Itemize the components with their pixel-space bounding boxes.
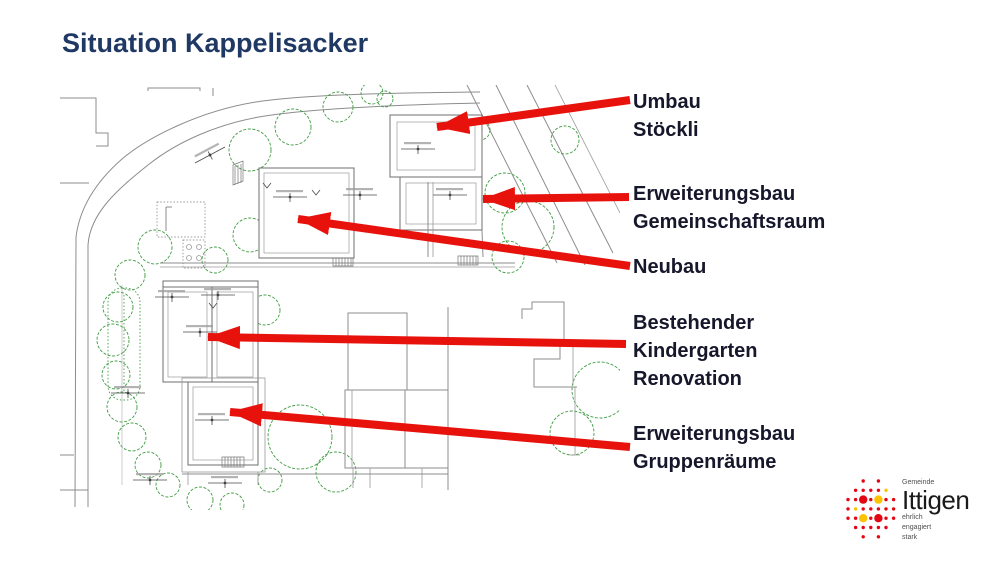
building-neubau <box>258 167 355 259</box>
building-gruppenraeume <box>181 377 266 473</box>
label-bestehender-kindergarten: Bestehender Kindergarten Renovation <box>633 312 758 390</box>
building-umbau-stoeckli <box>389 114 483 178</box>
logo-ittigen-label: Ittigen <box>902 485 970 515</box>
page-title: Situation Kappelisacker <box>62 28 369 58</box>
label-neubau: Neubau <box>633 256 707 278</box>
label-erweiterungsbau-gruppenraeume: Erweiterungsbau Gruppenräume <box>633 423 796 473</box>
logo-tagline-engagiert: engagiert <box>902 524 932 531</box>
logo-gemeinde-label: Gemeinde <box>902 479 935 486</box>
label-erweiterungsbau-gemeinschaftsraum: Erweiterungsbau Gemeinschaftsraum <box>633 183 826 233</box>
building-kindergarten <box>162 280 259 383</box>
logo-tagline-stark: stark <box>902 534 918 541</box>
logo-tagline-ehrlich: ehrlich <box>902 514 923 521</box>
plan-annotations <box>110 140 468 489</box>
hedge-strip <box>107 287 141 401</box>
gemeinde-ittigen-logo: Gemeinde Ittigen ehrlich engagiert stark <box>845 478 970 543</box>
ittigen-dots-icon <box>846 479 896 539</box>
label-umbau-stoeckli: Umbau Stöckli <box>633 91 701 141</box>
site-plan-drawing <box>60 85 620 510</box>
